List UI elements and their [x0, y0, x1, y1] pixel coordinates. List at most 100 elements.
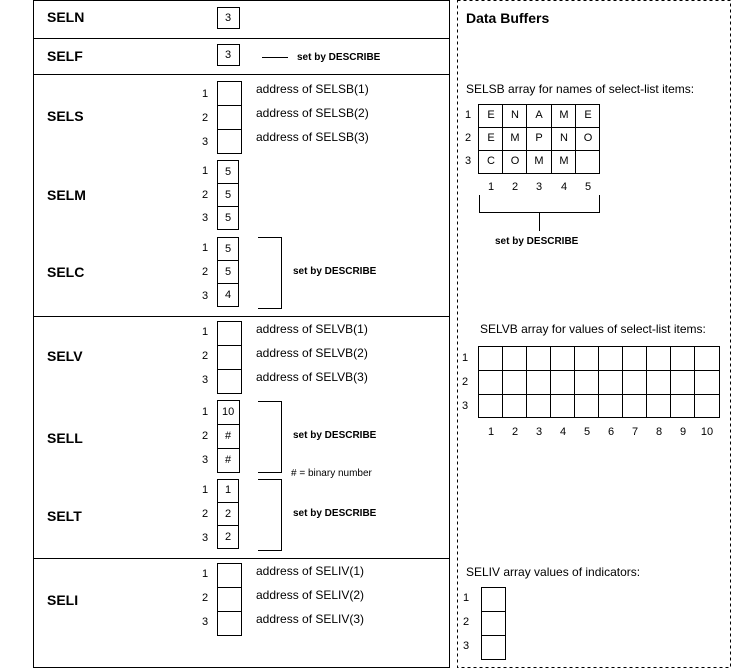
selvb-col-index: 5: [583, 426, 591, 438]
index: 3: [202, 136, 209, 148]
selc-boxes: [217, 237, 239, 307]
index: 1: [202, 568, 209, 580]
index: 3: [202, 532, 209, 544]
seln-label: SELN: [47, 9, 85, 25]
selc-label: SELC: [47, 264, 85, 280]
sels-label: SELS: [47, 108, 84, 124]
selt-bracket: [258, 479, 282, 551]
selvb-col-index: 4: [559, 426, 567, 438]
seli-row-text: address of SELIV(3): [256, 612, 365, 626]
selc-value: 5: [225, 243, 232, 255]
seli-boxes: [217, 563, 242, 636]
index: 2: [202, 266, 209, 278]
selc-bracket: [258, 237, 282, 309]
selsb-col-index: 5: [584, 181, 592, 193]
seliv-caption: SELIV array values of indicators:: [466, 565, 641, 579]
selsb-bracket: [479, 195, 600, 213]
selm-value: 5: [225, 212, 232, 224]
seli-label: SELI: [47, 592, 79, 608]
selv-boxes: [217, 321, 242, 394]
selv-label: SELV: [47, 348, 83, 364]
selt-value: 2: [225, 531, 232, 543]
index: 3: [465, 155, 472, 167]
index: 2: [202, 350, 209, 362]
index: 2: [462, 376, 469, 388]
sell-note: set by DESCRIBE: [293, 430, 377, 441]
seln-box: [217, 7, 240, 29]
index: 1: [202, 326, 209, 338]
sels-boxes: [217, 81, 242, 154]
buffers-frame: [457, 0, 731, 668]
sell-value: #: [225, 430, 232, 442]
selsb-cell: C: [487, 155, 495, 167]
selvb-caption: SELVB array for values of select-list it…: [480, 322, 706, 336]
index: 1: [202, 406, 209, 418]
selc-note: set by DESCRIBE: [293, 266, 377, 277]
selsb-col-index: 2: [511, 181, 519, 193]
selsb-cell: M: [559, 155, 569, 167]
index: 2: [202, 430, 209, 442]
index: 2: [202, 592, 209, 604]
selsb-cell: O: [510, 155, 520, 167]
sell-label: SELL: [47, 430, 83, 446]
selvb-col-index: 6: [607, 426, 615, 438]
selvb-col-index: 8: [655, 426, 663, 438]
sell-footnote: # = binary number: [291, 468, 372, 479]
index: 1: [202, 242, 209, 254]
index: 3: [463, 640, 470, 652]
index: 3: [202, 212, 209, 224]
sels-row-text: address of SELSB(1): [256, 82, 369, 96]
selv-row-text: address of SELVB(2): [256, 346, 368, 360]
self-value: 3: [225, 49, 232, 61]
selm-value: 5: [225, 189, 232, 201]
index: 1: [463, 592, 470, 604]
selt-boxes: [217, 479, 239, 549]
index: 3: [202, 290, 209, 302]
seli-row-text: address of SELIV(2): [256, 588, 365, 602]
index: 2: [465, 132, 472, 144]
index: 2: [202, 189, 209, 201]
selc-value: 5: [225, 266, 232, 278]
selsb-cell: A: [535, 109, 543, 121]
descriptor-frame: [33, 0, 450, 668]
index: 1: [202, 88, 209, 100]
selt-value: 2: [225, 508, 232, 520]
selsb-col-index: 3: [535, 181, 543, 193]
self-label: SELF: [47, 48, 83, 64]
index: 2: [202, 112, 209, 124]
seliv-boxes: [481, 587, 506, 660]
selsb-cell: N: [511, 109, 519, 121]
sels-row-text: address of SELSB(3): [256, 130, 369, 144]
selsb-cell: P: [535, 132, 543, 144]
selsb-cell: E: [487, 132, 495, 144]
sell-value: 10: [222, 406, 235, 418]
selsb-caption: SELSB array for names of select-list ite…: [466, 82, 695, 96]
selsb-grid: [478, 104, 600, 174]
selv-row-text: address of SELVB(1): [256, 322, 368, 336]
selsb-note: set by DESCRIBE: [495, 236, 579, 247]
selsb-col-index: 1: [487, 181, 495, 193]
index: 1: [465, 109, 472, 121]
index: 3: [202, 374, 209, 386]
selsb-cell: M: [510, 132, 520, 144]
selsb-cell: O: [583, 132, 593, 144]
index: 3: [202, 616, 209, 628]
buffers-title: Data Buffers: [466, 10, 550, 26]
selvb-col-index: 10: [700, 426, 714, 438]
self-note: set by DESCRIBE: [297, 52, 381, 63]
sell-bracket: [258, 401, 282, 473]
self-box: [217, 44, 240, 66]
selsb-cell: M: [534, 155, 544, 167]
selsb-col-index: 4: [560, 181, 568, 193]
selvb-col-index: 2: [511, 426, 519, 438]
selsb-cell: M: [559, 109, 569, 121]
selvb-col-index: 1: [487, 426, 495, 438]
seli-row-text: address of SELIV(1): [256, 564, 365, 578]
selm-value: 5: [225, 166, 232, 178]
index: 2: [202, 508, 209, 520]
index: 1: [202, 484, 209, 496]
selt-note: set by DESCRIBE: [293, 508, 377, 519]
selt-value: 1: [225, 484, 232, 496]
index: 3: [462, 400, 469, 412]
